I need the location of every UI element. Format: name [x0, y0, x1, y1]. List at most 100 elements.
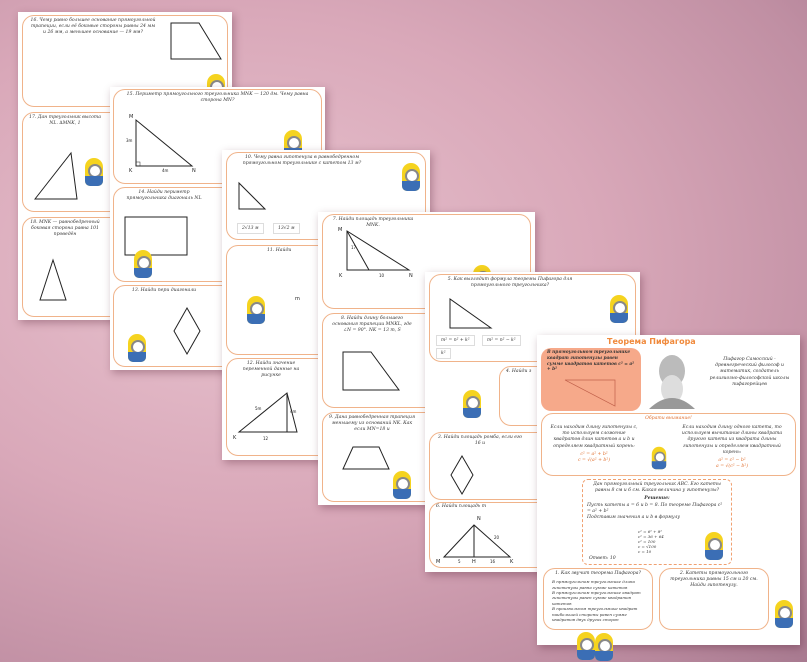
minion-icon — [610, 295, 628, 323]
rule-box: В прямоугольном треугольнике квадрат гип… — [541, 348, 641, 411]
answer-text: Ответ: 10 — [589, 555, 616, 561]
minion-group-icon — [595, 633, 613, 661]
question-1-card: 1. Как звучит теорема Пифагора? В прямоу… — [543, 568, 653, 630]
question-text: 16. Чему равно большее основание прямоуг… — [30, 18, 156, 36]
minion-icon — [402, 163, 420, 191]
triangle-figure — [237, 392, 298, 433]
question-text: 4. Найди з — [506, 369, 532, 374]
question-text: 2. Катеты прямоугольного треугольника ра… — [670, 571, 758, 589]
vertex-label: K — [233, 435, 237, 441]
question-text: 10. Чему равна гипотенуза в равнобедренн… — [242, 155, 362, 167]
minion-icon — [651, 446, 667, 470]
question-text: 18. MNK — равнобедренный боковая сторона… — [30, 220, 100, 238]
question-text: 11. Найди — [267, 248, 292, 253]
solution-step: c = √100 — [638, 544, 657, 549]
vertex-label: N — [192, 168, 196, 174]
hypotenuse-rule: Если находим длину гипотенузы с, то испо… — [544, 423, 644, 464]
solution-heading: Решение: — [644, 496, 670, 502]
formula: a = √(c² − b²) — [716, 464, 748, 470]
slide-5[interactable]: 5. Как выглядит формула теоремы Пифагора… — [425, 272, 640, 572]
answer-option[interactable]: m² = n² − k² — [482, 335, 521, 346]
pythagoras-portrait — [649, 355, 695, 409]
question-text: 3. Найди площадь ромба, если его 16 и — [437, 435, 523, 447]
triangle-figure — [346, 230, 411, 271]
rhombus-figure — [450, 455, 474, 495]
rhombus-figure — [173, 306, 201, 356]
side-label: 5 — [458, 559, 461, 564]
side-label: 4m — [290, 409, 297, 414]
triangle-figure — [39, 258, 67, 301]
solution-step: c² = 100 — [638, 539, 656, 544]
solution-step: c² = 36 + 64 — [638, 534, 664, 539]
question-text: 15. Периметр прямоугольного треугольника… — [126, 92, 309, 104]
question-text: 8. Найди длину большего основания трапец… — [332, 316, 412, 334]
slide-2[interactable]: 15. Периметр прямоугольного треугольника… — [110, 87, 325, 370]
answer-option[interactable]: 2√13 м — [237, 223, 264, 234]
triangle-figure — [33, 151, 78, 200]
answer-option[interactable]: 13√2 м — [273, 223, 300, 234]
side-label: 20 — [494, 535, 500, 540]
side-label: 5m — [255, 406, 262, 411]
side-label: 10 — [379, 273, 385, 278]
right-triangle-figure — [449, 298, 493, 329]
solution-steps: c² = 6² + 8² c² = 36 + 64 c² = 100 c = √… — [638, 529, 664, 554]
isosceles-trapezoid-figure — [342, 446, 390, 470]
vertex-label: N — [409, 273, 413, 279]
minion-icon — [705, 532, 723, 560]
question-text: 9. Дана равнобедренная трапеция меньшему… — [329, 415, 415, 433]
minion-icon — [247, 296, 265, 324]
vertex-label: M — [129, 114, 134, 120]
bio-text: Пифагор Самосский - древнегреческий фило… — [709, 357, 790, 387]
answer-option[interactable]: В прямоугольном треугольнике длина гипот… — [552, 579, 635, 590]
question-2-card: 2. Катеты прямоугольного треугольника ра… — [659, 568, 769, 630]
slide-6[interactable]: Теорема Пифагора В прямоугольном треугол… — [537, 335, 800, 661]
question-text: 7. Найди площадь треугольника MNK. — [332, 217, 414, 229]
slide-title: Теорема Пифагора — [607, 337, 696, 346]
formula: a² = c² − b² — [718, 457, 746, 463]
minion-icon — [775, 600, 793, 628]
side-label: 17 — [351, 245, 357, 250]
rule-text: Если находим длину одного катета, то исп… — [681, 425, 783, 455]
answer-option[interactable]: k² — [436, 348, 451, 359]
side-label: 12 — [263, 436, 269, 441]
rule-text: Если находим длину гипотенузы с, то испо… — [550, 425, 638, 449]
vertex-label: H — [472, 559, 476, 565]
question-text: 17. Дан треугольник высота NL. ∆MNK, 1 — [29, 115, 101, 127]
solution-step: Пусть катеты a = 6 и b = 8. По теореме П… — [587, 502, 723, 514]
right-triangle-figure — [238, 181, 267, 210]
minion-icon — [134, 250, 152, 278]
attention-heading: Обрати внимание! — [645, 416, 692, 421]
right-triangle-figure — [135, 118, 194, 167]
answer-option[interactable]: В произвольном треугольнике квадрат наиб… — [552, 606, 638, 622]
side-label: 3m — [126, 138, 133, 143]
question-text: 6. Найди площадь т — [436, 504, 487, 509]
question-text: 12. Найди значение переменной данные на … — [242, 361, 300, 379]
question-text: 14. Найди периметр прямоугольника диагон… — [126, 190, 202, 202]
formula: c = √(a² + b²) — [578, 457, 610, 463]
minion-icon — [463, 390, 481, 418]
question-5-card: 5. Как выглядит формула теоремы Пифагора… — [429, 274, 636, 362]
question-text: 13. Найди пери диагонали — [131, 288, 197, 293]
minion-icon — [393, 471, 411, 499]
vertex-label: K — [339, 273, 343, 279]
formula: c² = a² + b² — [580, 451, 608, 457]
solution-step: c = 10 — [638, 549, 652, 554]
triangle-figure — [442, 524, 512, 558]
solution-step: Подставим значения a и b в формулу — [587, 514, 681, 520]
solution-step: c² = 6² + 8² — [638, 529, 662, 534]
attention-card: Обрати внимание! Если находим длину гипо… — [541, 413, 796, 476]
vertex-label: K — [129, 168, 133, 174]
vertex-label: M — [338, 227, 343, 233]
example-text: Дан прямоугольный треугольник ABC. Его к… — [593, 482, 721, 494]
trapezoid-figure — [170, 22, 222, 60]
question-text: 5. Как выглядит формула теоремы Пифагора… — [447, 277, 573, 289]
answer-option[interactable]: В прямоугольном треугольнике квадрат гип… — [552, 589, 641, 606]
side-label: m — [295, 296, 300, 302]
rectangle-figure — [124, 216, 188, 256]
trapezoid-figure — [342, 351, 400, 391]
leg-rule: Если находим длину одного катета, то исп… — [672, 423, 792, 470]
answer-option[interactable]: m² = n² + k² — [436, 335, 475, 346]
example-box: Дан прямоугольный треугольник ABC. Его к… — [582, 479, 732, 565]
minion-icon — [85, 158, 103, 186]
side-label: 4m — [162, 168, 169, 173]
